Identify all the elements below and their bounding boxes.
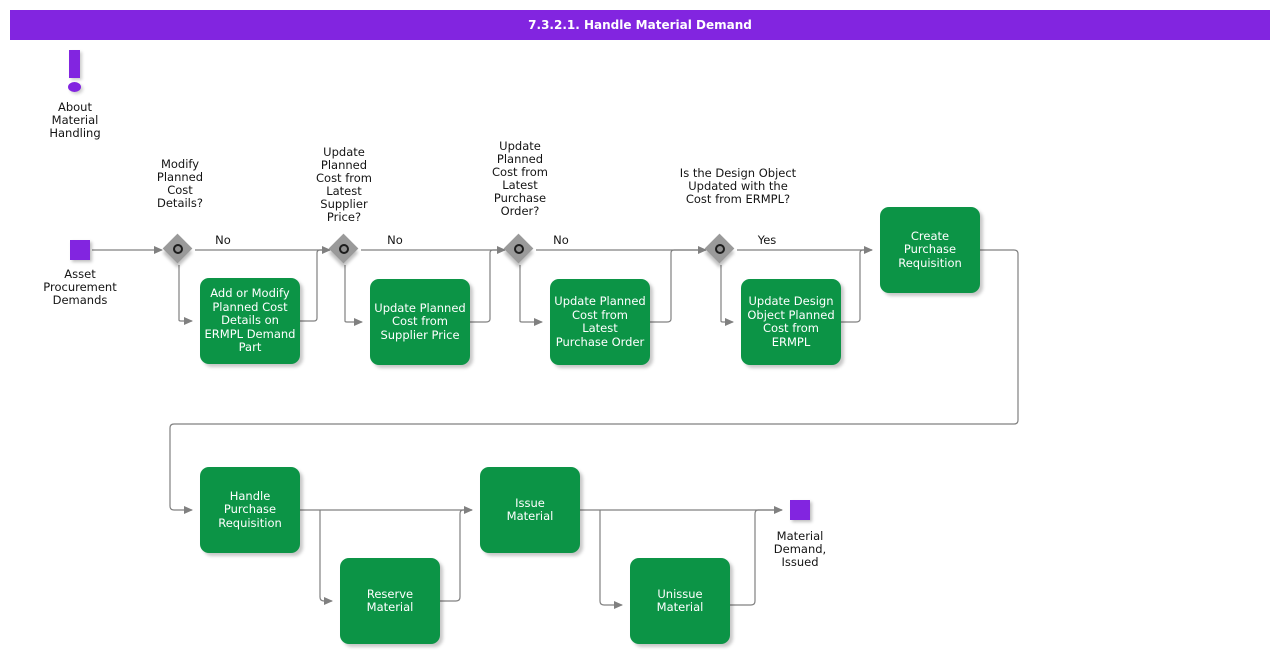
decision-dot-icon [513,243,524,254]
edge-d1-to-p1 [178,265,193,325]
edge-p2-to-d3 [470,249,505,323]
decision-node-modify-planned-cost[interactable] [162,233,194,265]
page-title: 7.3.2.1. Handle Material Demand [528,18,752,32]
start-terminator[interactable] [70,240,90,260]
edge-p1-to-d2 [300,249,330,322]
edge-label-d2-no: No [387,233,403,247]
edge-d4-to-p4 [720,265,734,326]
edge-d3-to-p3 [519,265,543,326]
decision-node-supplier-price[interactable] [328,233,360,265]
edge-label-d4-yes: Yes [757,233,777,247]
decision-dot-icon [172,243,183,254]
edge-d2-to-p2 [344,265,363,326]
exclamation-icon [62,50,88,98]
process-create-purchase-requisition[interactable]: Create Purchase Requisition [880,207,980,293]
edge-p8-to-p9 [599,510,623,609]
start-terminator-label: Asset Procurement Demands [43,267,117,307]
edge-p3-to-d4 [650,249,706,323]
edge-p4-to-p5 [841,249,872,323]
decision-node-design-object-updated[interactable] [704,233,736,265]
decision-dot-icon [714,243,725,254]
process-update-design-object-planned-cost[interactable]: Update Design Object Planned Cost from E… [741,279,841,365]
edge-p6-to-p7 [319,510,333,605]
decision-label-supplier-price: Update Planned Cost from Latest Supplier… [316,145,372,224]
decision-dot-icon [338,243,349,254]
process-unissue-material[interactable]: Unissue Material [630,558,730,644]
decision-label-design-object-updated: Is the Design Object Updated with the Co… [679,166,797,206]
decision-label-purchase-order: Update Planned Cost from Latest Purchase… [492,139,548,218]
process-update-planned-cost-purchase-order[interactable]: Update Planned Cost from Latest Purchase… [550,279,650,365]
edge-p7-to-p8 [440,509,472,602]
diagram-title-bar: 7.3.2.1. Handle Material Demand [10,10,1270,40]
process-handle-purchase-requisition[interactable]: Handle Purchase Requisition [200,467,300,553]
decision-label-modify-planned-cost: Modify Planned Cost Details? [156,157,204,210]
process-add-or-modify-planned-cost[interactable]: Add or Modify Planned Cost Details on ER… [200,278,300,364]
exclamation-dot-icon [68,82,81,92]
decision-node-purchase-order[interactable] [503,233,535,265]
end-terminator-label: Material Demand, Issued [773,529,827,569]
note-label: About Material Handling [49,100,101,140]
process-reserve-material[interactable]: Reserve Material [340,558,440,644]
exclamation-bar-icon [69,50,80,78]
end-terminator[interactable] [790,500,810,520]
process-issue-material[interactable]: Issue Material [480,467,580,553]
edge-label-d3-no: No [553,233,569,247]
edge-label-d1-no: No [215,233,231,247]
process-update-planned-cost-supplier-price[interactable]: Update Planned Cost from Supplier Price [370,279,470,365]
